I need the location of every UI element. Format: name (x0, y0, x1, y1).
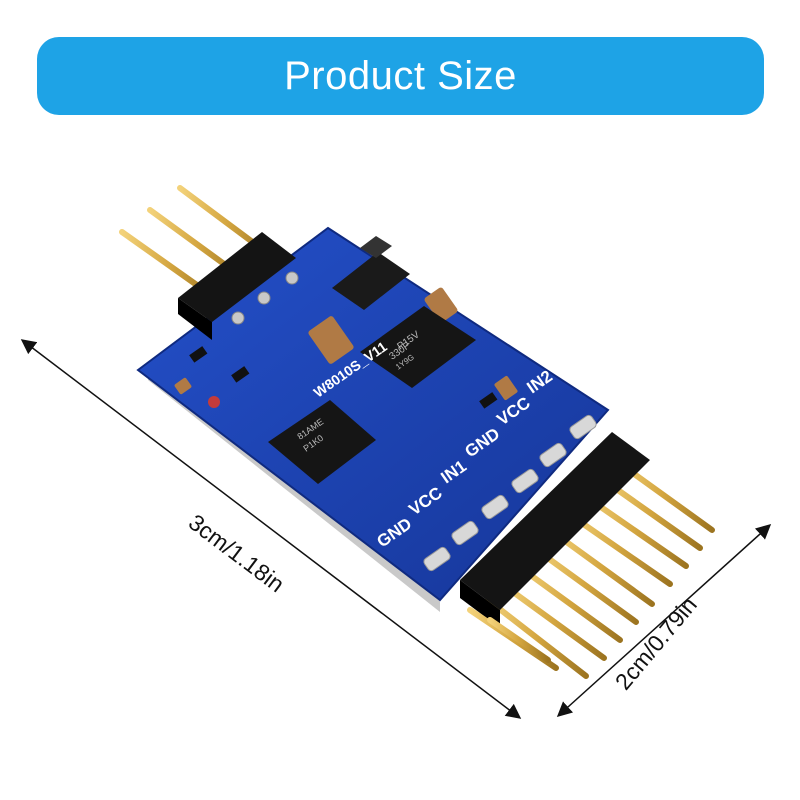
solder-pads (423, 414, 597, 572)
top-pin-header (119, 185, 299, 340)
led (208, 396, 220, 408)
resistor (231, 366, 250, 383)
voltage-regulator (332, 236, 410, 310)
capacitor (308, 316, 354, 364)
resistor (174, 377, 192, 395)
bottom-pin-headers (460, 432, 715, 679)
main-chip: P15V 330F 1Y9G (360, 306, 476, 388)
length-dimension-line (20, 339, 522, 719)
secondary-chip: 81AME P1K0 (268, 400, 376, 484)
capacitor (424, 287, 458, 323)
width-dimension-line (556, 523, 772, 718)
resistor (479, 392, 498, 409)
resistor (189, 346, 208, 363)
capacitor (494, 376, 518, 400)
title-banner: Product Size (37, 37, 764, 115)
banner-title: Product Size (284, 53, 517, 98)
